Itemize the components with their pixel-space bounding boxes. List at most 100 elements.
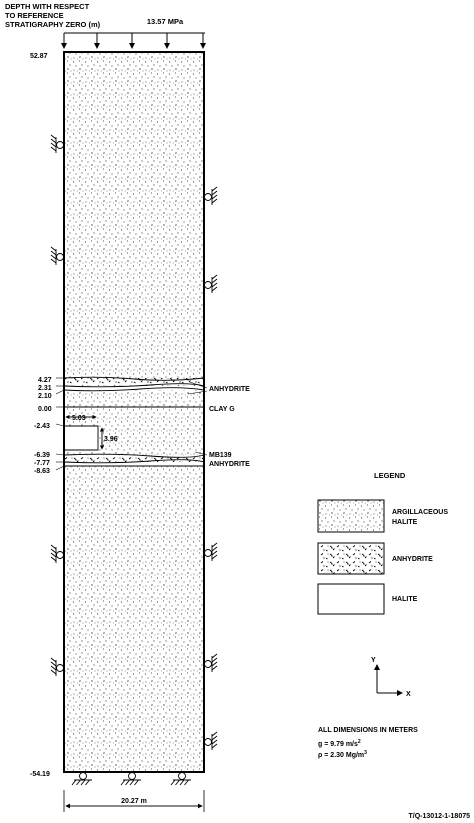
support-hatch <box>211 274 218 280</box>
support-hatch <box>211 739 218 745</box>
label-anhydrite-upper: ANHYDRITE <box>209 386 250 393</box>
support-hatch <box>50 138 57 144</box>
bottom-support-hatch <box>134 779 139 786</box>
lower-argillaceous-halite <box>64 466 204 772</box>
label-anhydrite-lower: ANHYDRITE <box>209 461 250 468</box>
column-outline <box>63 51 205 773</box>
roller-circle <box>204 549 212 557</box>
width-dimension <box>63 790 205 812</box>
depth-4-27: 4.27 <box>38 377 52 384</box>
depth-top: 52.87 <box>30 53 48 60</box>
support-hatch <box>50 544 57 550</box>
support-hatch <box>50 258 57 264</box>
bottom-roller-circle <box>178 772 186 780</box>
axis-x-label: X <box>406 691 411 698</box>
depth-bottom: -54.19 <box>30 771 50 778</box>
support-hatch <box>50 556 57 562</box>
support-hatch <box>211 282 218 288</box>
support-hatch <box>50 142 57 148</box>
legend-label-argillaceous-line1: ARGILLACEOUS <box>392 509 448 516</box>
support-hatch <box>50 146 57 152</box>
depth-0-00: 0.00 <box>38 406 52 413</box>
support-hatch <box>211 743 218 749</box>
width-label: 20.27 m <box>121 798 147 805</box>
support-hatch <box>211 735 218 741</box>
header-line-2: TO REFERENCE <box>5 11 64 20</box>
roller-circle <box>56 141 64 149</box>
legend-swatch-anhydrite <box>317 542 385 575</box>
bottom-roller-circle <box>79 772 87 780</box>
depth-labels: 52.87 4.27 2.31 2.10 0.00 -2.43 -6.39 -7… <box>30 53 52 778</box>
bottom-support-hatch <box>85 779 90 786</box>
layer-label-leaders <box>187 381 208 456</box>
axes-indicator <box>374 664 403 696</box>
load-label: 13.57 MPa <box>147 17 184 26</box>
bottom-support-hatch <box>129 779 135 786</box>
depth-2-10: 2.10 <box>38 393 52 400</box>
legend-swatch-argillaceous-halite <box>317 499 385 533</box>
support-hatch <box>50 250 57 256</box>
support-hatch <box>211 661 218 667</box>
support-hatch <box>211 278 218 284</box>
roller-circle <box>56 551 64 559</box>
support-hatch <box>211 286 218 292</box>
roller-circle <box>204 660 212 668</box>
note-dimensions: ALL DIMENSIONS IN METERS <box>318 727 418 734</box>
support-hatch <box>211 190 218 196</box>
legend-label-anhydrite: ANHYDRITE <box>392 556 433 563</box>
label-mb139: MB139 <box>209 452 232 459</box>
bottom-support-hatch <box>80 779 86 786</box>
bottom-roller-circle <box>128 772 136 780</box>
note-density: ρ = 2.30 Mg/m3 <box>318 750 367 759</box>
legend-swatch-halite <box>317 583 385 615</box>
support-hatch <box>50 665 57 671</box>
depth-minus-8-63: -8.63 <box>34 468 50 475</box>
support-hatch <box>211 657 218 663</box>
figure-id: T/Q-13012-1-18075 <box>409 813 471 820</box>
bottom-support-hatch <box>125 779 130 786</box>
label-clay-g: CLAY G <box>209 406 235 413</box>
depth-minus-6-39: -6.39 <box>34 452 50 459</box>
support-hatch <box>50 669 57 675</box>
support-hatch <box>211 194 218 200</box>
room-height-label: 3.96 <box>104 436 118 443</box>
support-hatch <box>50 661 57 667</box>
depth-minus-2-43: -2.43 <box>34 423 50 430</box>
roller-circle <box>204 193 212 201</box>
room-dimension-lines <box>65 414 105 450</box>
axis-y-label: Y <box>371 657 376 664</box>
bottom-support-hatch <box>184 779 189 786</box>
support-hatch <box>211 546 218 552</box>
legend-label-argillaceous-line2: HALITE <box>392 519 418 526</box>
layer-boundaries <box>63 376 205 467</box>
support-hatch <box>50 246 57 252</box>
roller-circle <box>204 281 212 289</box>
load-arrows <box>61 32 206 49</box>
bottom-support-hatch <box>175 779 180 786</box>
mb139-anhydrite <box>64 455 204 462</box>
room-opening <box>64 426 98 450</box>
roller-supports <box>50 134 218 786</box>
depth-tick-lines <box>55 377 65 471</box>
roller-circle <box>56 664 64 672</box>
support-hatch <box>50 548 57 554</box>
legend-label-halite: HALITE <box>392 596 418 603</box>
bottom-support-hatch <box>170 779 176 786</box>
header-line-3: STRATIGRAPHY ZERO (m) <box>5 20 101 29</box>
bottom-support-hatch <box>76 779 81 786</box>
depth-2-31: 2.31 <box>38 385 52 392</box>
roller-circle <box>204 738 212 746</box>
support-hatch <box>50 552 57 558</box>
upper-anhydrite-band <box>64 378 204 386</box>
support-hatch <box>211 542 218 548</box>
support-hatch <box>211 731 218 737</box>
upper-argillaceous-halite <box>64 52 204 378</box>
thin-halite-lower <box>64 462 204 466</box>
roller-circle <box>56 253 64 261</box>
support-hatch <box>211 653 218 659</box>
bottom-support-hatch <box>120 779 126 786</box>
thin-halite-band <box>64 386 204 390</box>
support-hatch <box>211 665 218 671</box>
halite-above-clay <box>64 390 204 407</box>
